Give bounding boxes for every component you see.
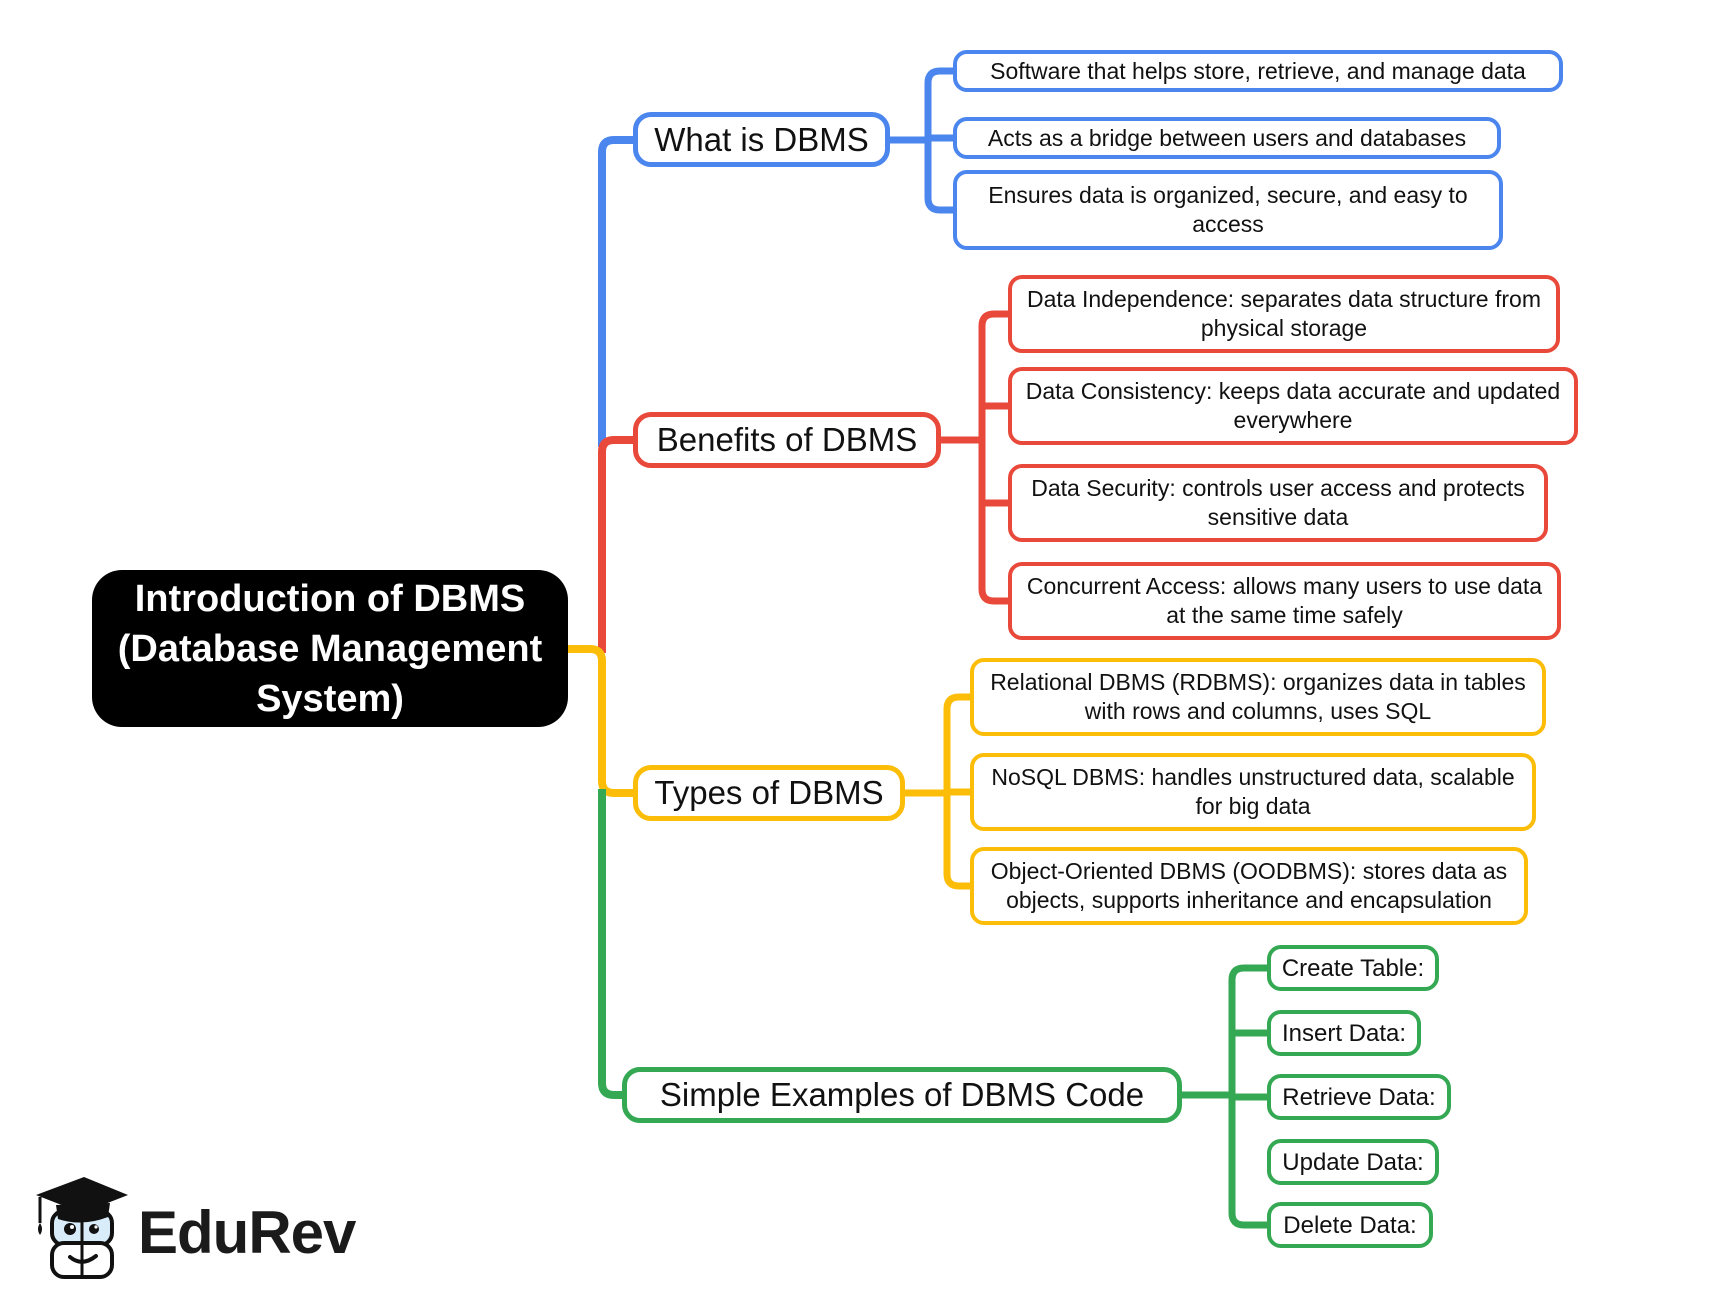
leaf-node: Update Data: (1267, 1139, 1439, 1185)
leaf-node: Relational DBMS (RDBMS): organizes data … (970, 658, 1546, 736)
leaf-node: Concurrent Access: allows many users to … (1008, 562, 1561, 640)
edurev-mascot-icon (36, 1177, 128, 1279)
branch-node-simple-examples: Simple Examples of DBMS Code (622, 1067, 1182, 1123)
leaf-node: Retrieve Data: (1267, 1074, 1451, 1120)
leaf-node: Software that helps store, retrieve, and… (953, 50, 1563, 92)
leaf-node: Insert Data: (1267, 1010, 1421, 1056)
eye-glint (94, 1225, 98, 1229)
branch-node-benefits: Benefits of DBMS (633, 412, 941, 468)
eye-glint (70, 1225, 74, 1229)
root-node: Introduction of DBMS (Database Managemen… (92, 570, 568, 727)
tassel-end (38, 1223, 42, 1235)
trunk-benefits (598, 436, 637, 653)
leaf-node: Data Consistency: keeps data accurate an… (1008, 367, 1578, 445)
leaf-node: Object-Oriented DBMS (OODBMS): stores da… (970, 847, 1528, 925)
trunk-what-is-dbms (598, 136, 633, 447)
edurev-logo: EduRev (30, 1165, 356, 1285)
leaf-node: Data Independence: separates data struct… (1008, 275, 1560, 353)
leaf-node: Acts as a bridge between users and datab… (953, 117, 1501, 159)
eye-icon (89, 1224, 99, 1234)
leaf-node: Create Table: (1267, 945, 1439, 991)
subtrunk-benefits (978, 310, 1008, 605)
trunk-types (566, 645, 637, 797)
leaf-node: Delete Data: (1267, 1202, 1433, 1248)
smile-icon (68, 1254, 98, 1264)
branch-node-what-is-dbms: What is DBMS (633, 112, 890, 167)
eye-icon (64, 1223, 76, 1235)
leaf-node: Ensures data is organized, secure, and e… (953, 170, 1503, 250)
leaf-node: Data Security: controls user access and … (1008, 464, 1548, 542)
branch-node-types: Types of DBMS (633, 765, 905, 821)
graduation-cap-band (56, 1203, 110, 1223)
edurev-wordmark: EduRev (138, 1199, 356, 1266)
leaf-node: NoSQL DBMS: handles unstructured data, s… (970, 753, 1536, 831)
trunk-simple-examples (598, 789, 624, 1099)
